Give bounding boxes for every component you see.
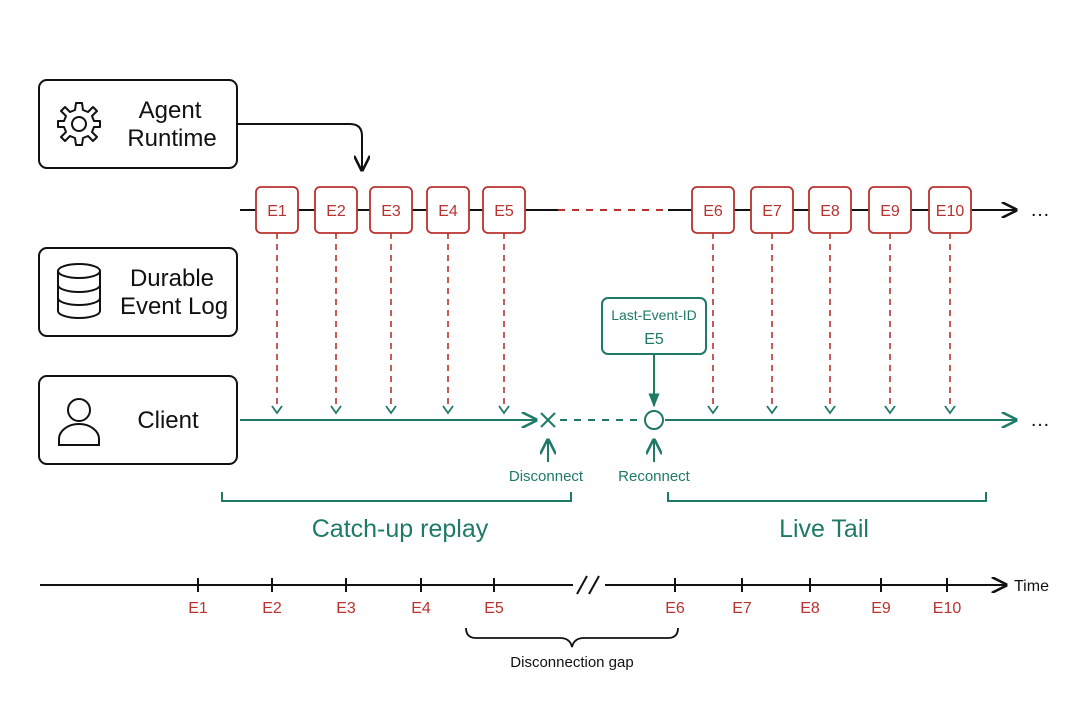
time-axis-tick-label: E8 [800,600,820,617]
last-event-id-value: E5 [644,331,664,348]
event-box-frame [691,186,735,234]
event-box: E3 [369,186,413,234]
database-icon [57,263,101,319]
disconnection-gap-label: Disconnection gap [510,654,633,671]
time-axis-ticks: E1 E2 E3 E4 E5 E6 E7 E8 E9 E10 [188,578,961,617]
event-box-label: E2 [326,203,346,220]
event-box: E7 [750,186,794,234]
event-drop-arrowhead [824,405,836,415]
event-box-label: E5 [494,203,514,220]
axis-break [576,575,600,595]
event-box-label: E4 [438,203,458,220]
event-drop-arrowhead [766,405,778,415]
client-label: Client [137,407,199,434]
agent-runtime-label-1: Agent [139,97,202,124]
client-line: … [240,409,1050,431]
time-axis-tick-label: E9 [871,600,891,617]
time-axis-tick-label: E10 [933,600,962,617]
client-node: Client [38,375,238,465]
event-box: E1 [255,186,299,234]
disconnect-mark [540,412,556,428]
event-box-label: E8 [820,203,840,220]
event-box-label: E10 [936,203,965,220]
event-box-frame [426,186,470,234]
live-tail-label: Live Tail [779,515,869,543]
event-drop-arrowhead [884,405,896,415]
agent-runtime-label-2: Runtime [127,125,216,152]
runtime-to-log-arrow [237,123,362,170]
log-ellipsis: … [1030,199,1050,221]
event-box-frame [314,186,358,234]
event-box-label: E9 [880,203,900,220]
time-axis-tick-label: E7 [732,600,752,617]
durable-event-log-node: Durable Event Log [38,247,238,337]
disconnection-gap-brace [465,627,679,648]
live-tail-bracket [667,492,987,502]
user-icon [58,398,100,446]
last-event-id-callout: Last-Event-ID E5 [601,297,707,355]
event-box: E8 [808,186,852,234]
catch-up-bracket [221,492,572,502]
event-drop-lines [271,233,956,415]
event-box-label: E6 [703,203,723,220]
event-box-frame [868,186,912,234]
event-box-frame [808,186,852,234]
reconnect-label: Reconnect [618,468,691,485]
event-box: E9 [868,186,912,234]
event-drop-arrowhead [944,405,956,415]
event-log-label-2: Event Log [120,293,228,320]
event-box-frame [369,186,413,234]
event-drop-arrowhead [271,405,283,415]
time-axis-tick-label: E5 [484,600,504,617]
event-box: E5 [482,186,526,234]
time-axis-tick-label: E6 [665,600,685,617]
time-axis-label: Time [1014,578,1049,595]
agent-runtime-node: Agent Runtime [38,79,238,169]
event-box-frame [928,186,972,234]
gear-icon [57,102,101,146]
event-box-label: E1 [267,203,287,220]
event-box: E4 [426,186,470,234]
event-drop-arrowhead [707,405,719,415]
event-box-frame [255,186,299,234]
time-axis-tick-label: E3 [336,600,356,617]
event-box-label: E3 [381,203,401,220]
event-box: E6 [691,186,735,234]
reconnect-mark [644,410,664,430]
event-box-frame [750,186,794,234]
event-box-frame [482,186,526,234]
client-ellipsis: … [1030,409,1050,431]
disconnect-label: Disconnect [509,468,584,485]
catch-up-replay-label: Catch-up replay [312,515,489,543]
time-axis: Time [40,575,1049,595]
event-drop-arrowhead [498,405,510,415]
time-axis-tick-label: E1 [188,600,208,617]
time-axis-tick-label: E4 [411,600,431,617]
event-boxes: E1 E2 E3 E4 E5 E6 E7 E8 E9 E10 [255,186,972,234]
event-drop-arrowhead [442,405,454,415]
time-axis-tick-label: E2 [262,600,282,617]
event-log-label-1: Durable [130,265,214,292]
event-box: E10 [928,186,972,234]
event-drop-arrowhead [385,405,397,415]
event-drop-arrowhead [330,405,342,415]
event-box-label: E7 [762,203,782,220]
last-event-id-label: Last-Event-ID [611,307,697,323]
event-box: E2 [314,186,358,234]
